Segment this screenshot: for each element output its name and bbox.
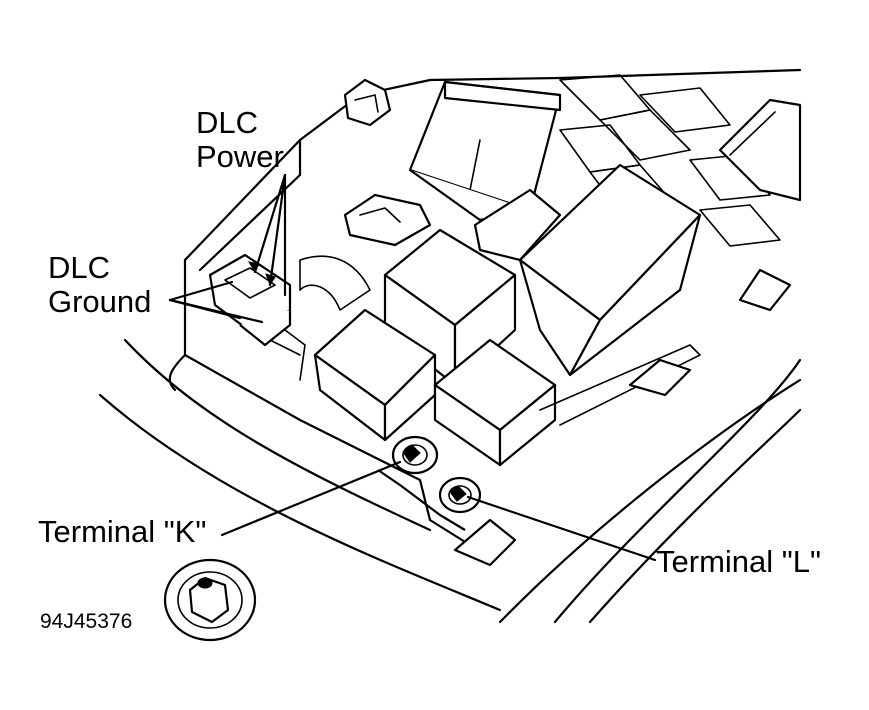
fender-curve-inner	[123, 338, 432, 532]
relay-top-right	[718, 98, 802, 202]
terminal-cover	[453, 518, 517, 567]
dlc-power-line-2: Power	[196, 139, 284, 174]
relay-small-left	[343, 193, 432, 247]
figure-id: 94J45376	[40, 610, 133, 633]
terminal-k-leader	[220, 460, 402, 537]
dlc-power-leader	[253, 173, 287, 274]
leader-lines	[168, 173, 657, 562]
terminal-l-leader	[466, 495, 657, 562]
dlc-ground-line-2: Ground	[48, 284, 152, 319]
rail-clip	[628, 358, 692, 397]
housing-clip	[343, 78, 392, 127]
dlc-power-line-1: DLC	[196, 105, 259, 140]
dlc-ground-line-1: DLC	[48, 250, 111, 285]
body-edge-right	[553, 358, 802, 624]
dlc-ground-leader	[168, 280, 234, 302]
terminal-k-label: Terminal "K"	[38, 514, 207, 549]
body-edge-right-2	[588, 408, 802, 624]
dlc-ground-label: DLC Ground	[48, 252, 151, 317]
terminal-l-label: Terminal "L"	[656, 544, 822, 579]
body-edge-right-3	[498, 378, 802, 624]
fender-curve-outer	[98, 393, 502, 612]
dlc-power-label: DLC Power	[196, 107, 284, 172]
